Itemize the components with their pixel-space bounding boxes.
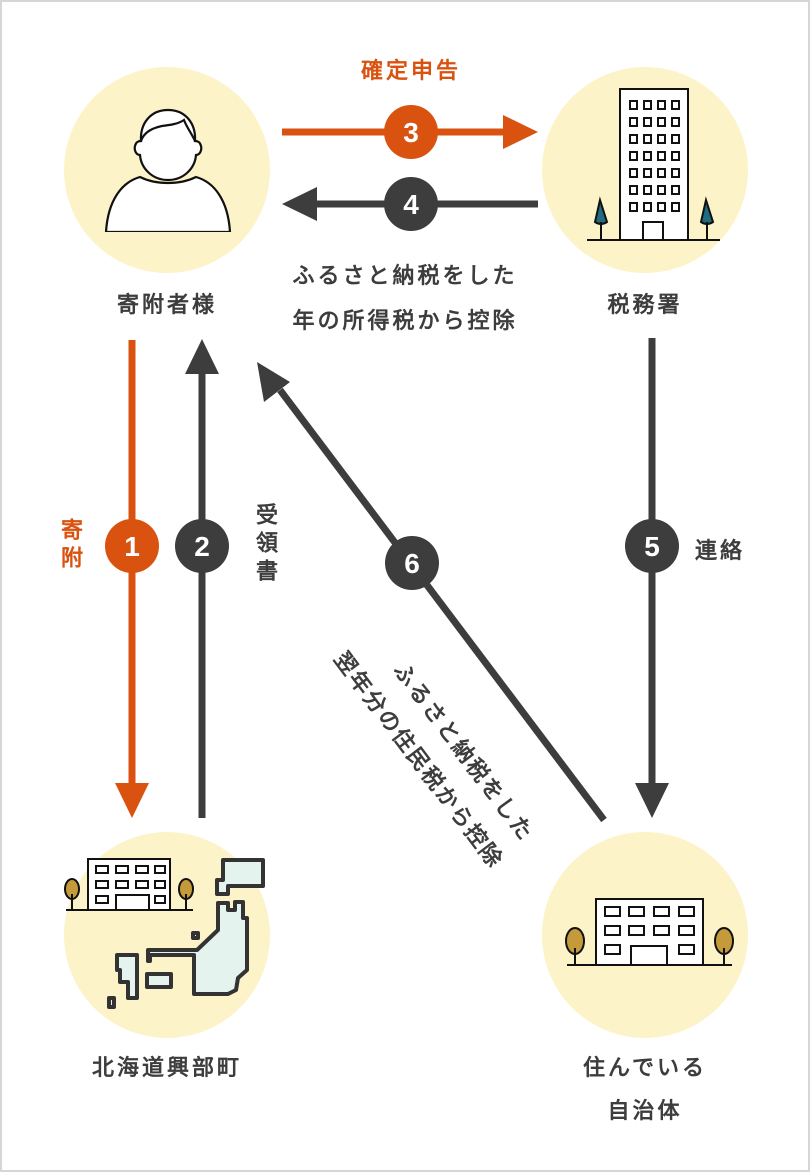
tower-window [629,100,638,110]
tower-window [629,134,638,144]
tower-window [657,168,666,178]
tower-window [671,151,680,161]
tower-window [657,134,666,144]
step-3-label: 確定申告 [360,59,461,84]
arrow-step-5 [635,338,669,818]
svg-text:6: 6 [404,548,420,579]
step-badge-5: 5 [625,519,679,573]
step-badge-4: 4 [384,177,438,231]
tower-window [657,185,666,195]
municipal-building-icon [565,898,734,966]
svg-text:5: 5 [644,531,660,562]
tax-office-label: 税務署 [607,293,683,318]
tower-window [671,168,680,178]
residence-label-line2: 自治体 [607,1099,683,1124]
tower-window [643,185,652,195]
svg-text:2: 2 [194,531,210,562]
residence-label-line1: 住んでいる [583,1056,707,1081]
tower-window [643,168,652,178]
person-icon [104,108,232,236]
town-hall-japan-map-icon [64,858,265,1009]
tower-window [671,134,680,144]
tower-window [629,117,638,127]
step-1-label: 寄附 [57,518,82,574]
step-4-label-line1: ふるさと納税をした [292,264,518,289]
tower-window [671,117,680,127]
step-badge-3: 3 [384,105,438,159]
donor-label: 寄附者様 [116,293,217,318]
step-badge-2: 2 [175,519,229,573]
tower-window [657,100,666,110]
tower-window [643,117,652,127]
step-4-label-line2: 年の所得税から控除 [292,309,518,334]
tower-window [643,134,652,144]
svg-text:4: 4 [403,189,419,220]
tower-window [671,202,680,212]
tower-window [629,151,638,161]
step-5-label: 連絡 [695,539,746,564]
office-tower-icon [587,88,720,241]
tower-window [657,202,666,212]
tower-window [643,202,652,212]
arrow-step-6 [257,362,607,823]
okoppe-label: 北海道興部町 [91,1056,242,1081]
step-badge-6: 6 [385,536,439,590]
arrow-step-2 [185,339,219,818]
svg-text:3: 3 [403,117,419,148]
tower-window [643,151,652,161]
tower-window [629,185,638,195]
tower-window [657,151,666,161]
tower-window [643,100,652,110]
arrow-step-1 [115,340,149,818]
step-badge-1: 1 [105,519,159,573]
svg-text:1: 1 [124,531,140,562]
tower-window [671,185,680,195]
tower-window [671,100,680,110]
tower-window [629,168,638,178]
step-2-label: 受領書 [252,503,277,587]
tower-window [629,202,638,212]
tower-window [657,117,666,127]
